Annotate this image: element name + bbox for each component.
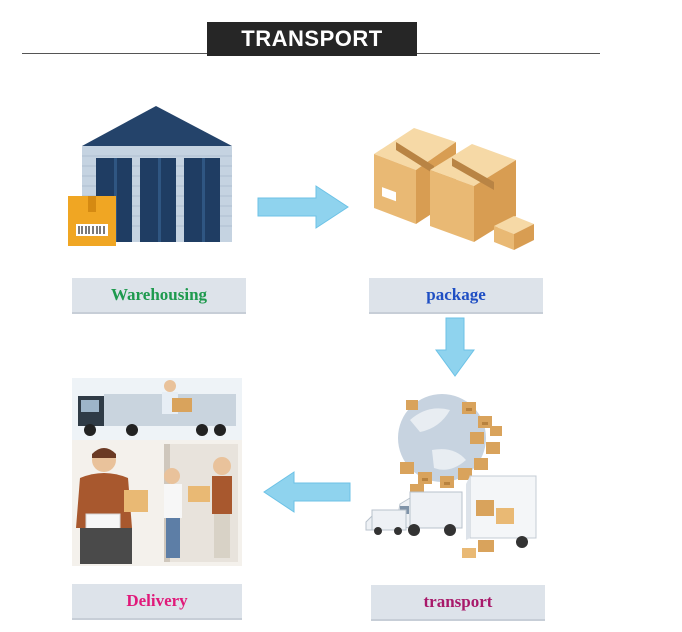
step-label-transport: transport [371,585,545,621]
page-title: TRANSPORT [207,22,417,56]
step-label-text: Warehousing [110,285,208,304]
arrow-right [257,185,349,229]
step-label-warehousing: Warehousing [72,278,246,314]
step-label-text: package [426,285,486,304]
boxes-icon [374,128,534,250]
globe-trucks-icon [365,394,537,558]
step-label-text: transport [423,592,493,611]
arrow-left [263,471,351,513]
step-label-text: Delivery [126,591,188,610]
arrow-down [435,317,475,377]
step-label-delivery: Delivery [72,584,242,620]
step-label-package: package [369,278,543,314]
courier-delivery-icon [72,378,242,566]
warehouse-icon [68,106,232,246]
